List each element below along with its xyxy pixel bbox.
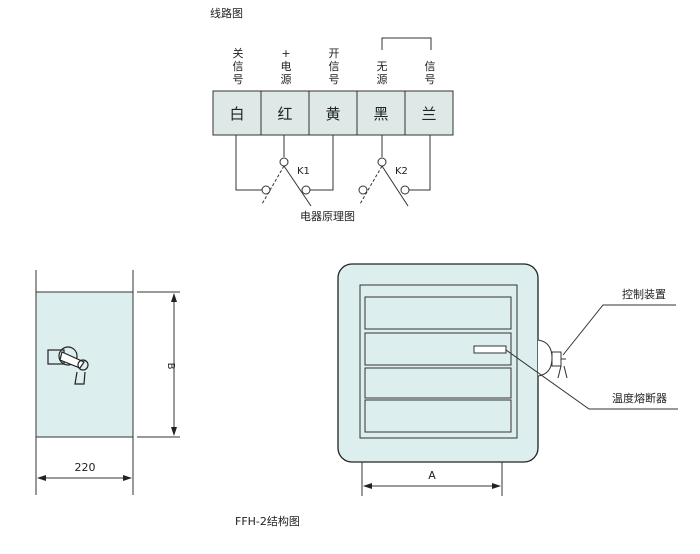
passive-signal-bracket — [381, 37, 432, 50]
signal-label-3: 无源 — [377, 60, 388, 86]
dim-220-arrow-right — [123, 475, 132, 481]
k2-right-contact — [400, 185, 410, 195]
k2-blade — [381, 165, 409, 207]
terminal-cells: 白红黄黑兰 — [229, 91, 437, 135]
terminal-3: 黑 — [373, 105, 388, 123]
thermal-fuse-element — [473, 345, 507, 354]
wiring-title: 线路图 — [210, 6, 243, 20]
k1-wire-right — [310, 135, 334, 191]
control-device-icon — [537, 339, 568, 379]
dim-b-arrow-bottom — [171, 427, 177, 436]
terminal-2: 黄 — [325, 105, 340, 123]
k2-blade-dashed — [359, 165, 383, 205]
dim-b-arrow-top — [171, 293, 177, 302]
terminal-1: 红 — [277, 105, 292, 123]
k2-label: K2 — [395, 166, 408, 177]
signal-label-1: +电源 — [281, 47, 292, 86]
terminal-4: 兰 — [421, 105, 436, 123]
k1-right-contact — [301, 185, 311, 195]
front-view-opening — [359, 284, 518, 439]
k1-blade-dashed — [261, 165, 285, 205]
signal-label-0: 关信号 — [233, 46, 244, 86]
k2-wire-right — [409, 135, 431, 191]
signal-label-2: 开信号 — [329, 47, 340, 86]
k1-wire-left — [235, 135, 262, 191]
dim-b-label: B — [165, 363, 176, 370]
dim-220-arrow-left — [37, 475, 46, 481]
k2-pivot-contact — [377, 157, 387, 167]
k1-label: K1 — [297, 166, 310, 177]
dim-a-arrow-left — [363, 483, 372, 489]
terminal-0: 白 — [229, 105, 244, 123]
callout-control-label: 控制装置 — [622, 287, 666, 301]
k1-blade — [283, 165, 312, 207]
terminal-strip — [212, 90, 454, 136]
callout-control-line — [562, 304, 676, 356]
k2-left-contact — [358, 185, 368, 195]
dim-a-arrow-right — [492, 483, 501, 489]
signal-labels: 关信号 +电源 开信号 无源 信号 — [233, 46, 436, 86]
dim-a-label: A — [428, 469, 436, 482]
wiring-caption: 电器原理图 — [300, 210, 355, 223]
dim-220-label: 220 — [75, 461, 96, 474]
callout-fuse-line — [505, 349, 678, 410]
structure-caption: FFH-2结构图 — [235, 514, 300, 528]
damper-blades — [364, 296, 512, 433]
signal-label-4: 信号 — [425, 60, 436, 86]
callout-fuse-label: 温度熔断器 — [612, 391, 667, 405]
k1-pivot-contact — [279, 157, 289, 167]
actuator-icon — [47, 346, 89, 385]
